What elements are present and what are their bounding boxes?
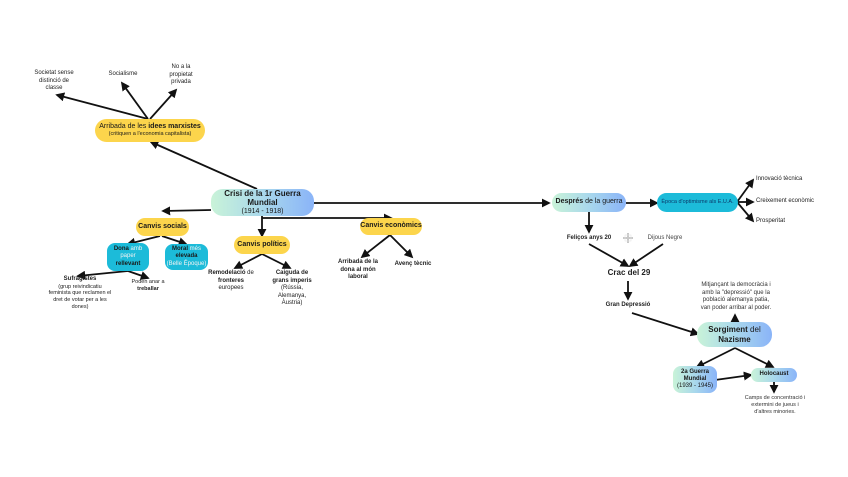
edge-marxism-property bbox=[149, 88, 178, 120]
women-bold1: Dona bbox=[113, 246, 129, 253]
work-text: Poden anar a treballar bbox=[130, 279, 166, 293]
marxism-subtitle: (critiquen a l'economia capitalista) bbox=[108, 131, 192, 138]
usa-child-growth: Creixement econòmic bbox=[756, 198, 815, 204]
moral-bold2: elevada bbox=[175, 253, 198, 260]
edge-thursday-crash bbox=[628, 243, 664, 267]
root-title: Crisi de la 1r Guerra Mundial bbox=[224, 188, 301, 208]
edge-nazism-ww2 bbox=[695, 347, 736, 368]
ww2-title: 2a Guerra Mundial bbox=[680, 368, 710, 382]
edge-political-borders bbox=[233, 253, 263, 269]
social-node[interactable]: Canvis socials bbox=[136, 218, 189, 236]
economic-child-tech: Avenç tècnic bbox=[394, 261, 432, 267]
marxism-title-normal: Arribada de les bbox=[99, 123, 149, 130]
holocaust-desc: Camps de concentració i extermini de jue… bbox=[744, 395, 806, 415]
nazism-node[interactable]: Sorgiment del Nazisme bbox=[697, 322, 772, 347]
nazism-bold: Sorgiment bbox=[708, 324, 748, 334]
holocaust-title: Holocaust bbox=[759, 371, 789, 378]
great-depression: Gran Depressió bbox=[605, 302, 651, 308]
edge-social-moral bbox=[161, 235, 188, 246]
plus-icon bbox=[623, 233, 633, 243]
borders-text: Remodelació de fronteres europees bbox=[208, 270, 254, 293]
edge-political-empires bbox=[261, 253, 292, 269]
political-title: Canvis polítics bbox=[237, 240, 287, 248]
black-thursday: Dijous Negre bbox=[647, 235, 683, 241]
women-node[interactable]: Dona amb paper rellevant bbox=[107, 243, 149, 271]
borders-bold1: Remodelació bbox=[208, 270, 246, 276]
edge-women-suffragettes bbox=[76, 270, 129, 280]
borders-normal2: europees bbox=[218, 285, 244, 291]
moral-bold1: Moral bbox=[171, 246, 188, 253]
empires-bold: Caiguda de grans imperis bbox=[272, 270, 312, 284]
nazism-normal: del bbox=[747, 324, 761, 334]
after-node[interactable]: Després de la guerra bbox=[552, 193, 626, 212]
edge-usa-innovation bbox=[736, 178, 755, 203]
usa-child-prosperity: Prosperitat bbox=[756, 218, 786, 224]
usa-child-innovation: Innovació tècnica bbox=[756, 176, 803, 182]
edge-ww2-holocaust bbox=[714, 371, 753, 381]
edge-twenties-crash bbox=[588, 243, 630, 267]
root-node[interactable]: Crisi de la 1r Guerra Mundial (1914 - 19… bbox=[211, 189, 314, 216]
economic-title: Canvis econòmics bbox=[360, 222, 422, 230]
nazism-note: Mitjançant la democràcia i amb la "depre… bbox=[700, 282, 772, 311]
economic-child-woman: Arribada de la dona al món laboral bbox=[338, 259, 379, 280]
edge-root-marxism bbox=[149, 140, 258, 190]
suffragettes-text: Sufragistes (grup reivindicatiu feminist… bbox=[48, 276, 112, 311]
holocaust-node[interactable]: Holocaust bbox=[751, 368, 797, 382]
marxism-node[interactable]: Arribada de les idees marxistes (critiqu… bbox=[95, 119, 205, 142]
social-title: Canvis socials bbox=[138, 222, 187, 230]
ww2-node[interactable]: 2a Guerra Mundial (1939 - 1945) bbox=[673, 366, 717, 393]
borders-normal1: de bbox=[245, 270, 254, 276]
ww2-sub: (1939 - 1945) bbox=[676, 383, 714, 390]
empires-text: Caiguda de grans imperis (Rússia, Aleman… bbox=[271, 270, 313, 308]
edge-economic-tech bbox=[389, 234, 414, 259]
marxism-child-classless: Societat sense distinció de classe bbox=[34, 70, 74, 91]
women-bold2: rellevant bbox=[115, 260, 141, 267]
edge-women-work bbox=[127, 270, 150, 280]
edge-nazism-holocaust bbox=[734, 347, 775, 368]
moral-normal: més bbox=[188, 246, 202, 253]
work-bold: treballar bbox=[137, 285, 159, 292]
suffragettes-title: Sufragistes bbox=[63, 276, 97, 282]
usa-title: Època d'optimisme als E.U.A. bbox=[661, 199, 734, 206]
women-normal: amb paper bbox=[120, 246, 143, 260]
edge-root-social bbox=[161, 206, 212, 216]
root-subtitle: (1914 - 1918) bbox=[241, 207, 284, 215]
edge-economic-woman bbox=[360, 234, 391, 259]
after-normal: de la guerra bbox=[583, 198, 623, 206]
nazism-bold2: Nazisme bbox=[718, 334, 751, 344]
empires-normal: (Rússia, Alemanya, Àustria) bbox=[277, 285, 307, 306]
economic-node[interactable]: Canvis econòmics bbox=[360, 218, 422, 235]
edge-social-women bbox=[126, 235, 161, 247]
crash-29: Crac del 29 bbox=[607, 268, 651, 277]
marxism-child-property: No a la propietat privada bbox=[169, 64, 193, 85]
edge-depression-nazism bbox=[631, 312, 700, 337]
moral-sub: (Belle Époque) bbox=[166, 260, 207, 267]
borders-bold2: fronteres bbox=[217, 277, 244, 284]
marxism-title-bold: idees marxistes bbox=[148, 123, 201, 130]
work-normal: Poden anar a bbox=[131, 279, 165, 285]
political-node[interactable]: Canvis polítics bbox=[234, 236, 290, 254]
edge-marxism-classless bbox=[55, 92, 149, 120]
usa-node[interactable]: Època d'optimisme als E.U.A. bbox=[657, 193, 738, 212]
edge-usa-prosperity bbox=[736, 201, 755, 223]
happy-twenties: Feliços anys 20 bbox=[566, 235, 612, 241]
suffragettes-desc: (grup reivindicatiu feminista que reclam… bbox=[48, 283, 112, 311]
after-bold: Després bbox=[555, 198, 584, 206]
edge-marxism-socialism bbox=[120, 81, 149, 120]
marxism-child-socialism: Socialisme bbox=[108, 71, 138, 77]
moral-node[interactable]: Moral més elevada (Belle Époque) bbox=[165, 244, 208, 270]
